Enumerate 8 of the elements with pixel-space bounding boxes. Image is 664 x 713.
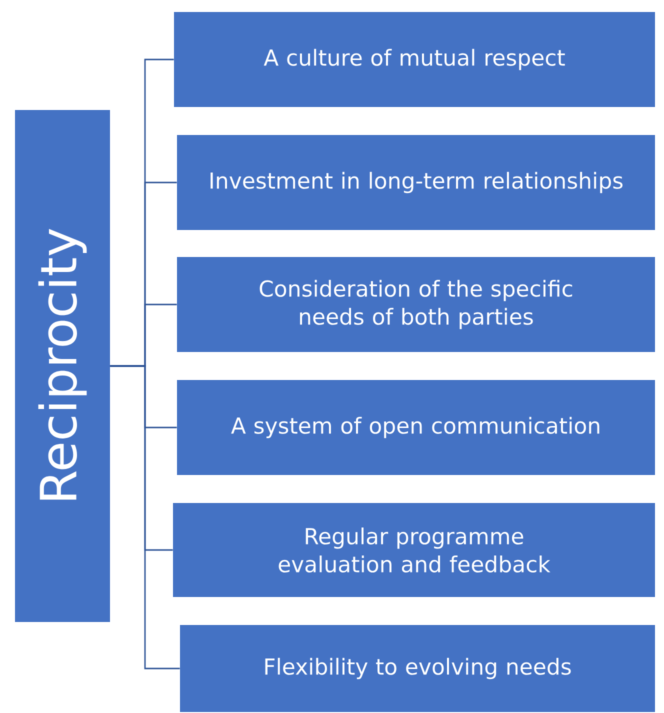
root-box: Reciprocity: [15, 110, 110, 622]
item-box: Consideration of the specific needs of both parties: [177, 257, 655, 352]
item-box: Investment in long-term relationships: [177, 135, 655, 230]
item-box: Flexibility to evolving needs: [180, 625, 655, 712]
item-box: A culture of mutual respect: [174, 12, 655, 107]
item-box: A system of open communication: [177, 380, 655, 475]
item-box: Regular programme evaluation and feedback: [173, 503, 655, 597]
connector-line: [110, 365, 180, 670]
